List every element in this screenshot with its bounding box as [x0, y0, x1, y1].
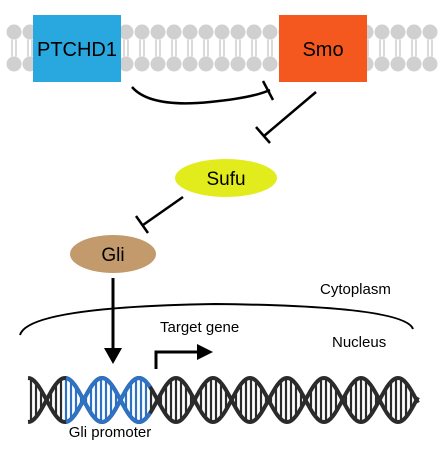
lipid-head [6, 56, 22, 72]
lipid-head [150, 56, 166, 72]
lipid-head [262, 56, 278, 72]
gli-promoter-label: Gli promoter [69, 424, 152, 441]
gli-label: Gli [101, 245, 124, 266]
ptchd1-inhibits-smo-bar [261, 80, 275, 101]
lipid-head [182, 56, 198, 72]
lipid-head [374, 56, 390, 72]
lipid-head [118, 24, 134, 40]
cytoplasm-label: Cytoplasm [320, 281, 391, 298]
ptchd1-label: PTCHD1 [37, 39, 117, 61]
lipid-head [6, 24, 22, 40]
lipid-head [214, 56, 230, 72]
lipid-head [406, 24, 422, 40]
lipid-head [118, 56, 134, 72]
lipid-head [134, 56, 150, 72]
lipid-head [390, 56, 406, 72]
lipid-head [262, 24, 278, 40]
ptchd1-inhibits-smo-arc [131, 86, 271, 105]
lipid-head [150, 24, 166, 40]
lipid-head [166, 56, 182, 72]
lipid-head [166, 24, 182, 40]
sufu-inhibits-gli-bar [134, 215, 150, 234]
smo-inhibits-sufu-line [263, 91, 317, 137]
sufu-inhibits-gli-line [142, 195, 184, 227]
ptchd1-box [33, 15, 121, 82]
lipid-head [214, 24, 230, 40]
gli-node [70, 235, 156, 273]
lipid-head [406, 56, 422, 72]
sufu-node [175, 159, 277, 197]
smo-box [279, 15, 367, 82]
nucleus-label: Nucleus [332, 334, 386, 351]
sufu-label: Sufu [206, 169, 245, 190]
lipid-head [230, 24, 246, 40]
target-gene-label: Target gene [160, 319, 239, 336]
lipid-head [198, 56, 214, 72]
dna-helix [27, 375, 420, 425]
lipid-head [230, 56, 246, 72]
lipid-head [374, 24, 390, 40]
lipid-head [182, 24, 198, 40]
transcription-arrow [154, 350, 199, 369]
lipid-head [390, 24, 406, 40]
lipid-head [246, 24, 262, 40]
lipid-head [246, 56, 262, 72]
lipid-head [422, 56, 438, 72]
lipid-head [422, 24, 438, 40]
lipid-head [134, 24, 150, 40]
transcription-arrowhead [197, 344, 213, 360]
smo-label: Smo [302, 39, 343, 61]
promoter-backbone-strand-a [65, 375, 152, 425]
nuclear-envelope [19, 302, 414, 336]
lipid-head [198, 24, 214, 40]
promoter-backbone-strand-b [65, 375, 152, 425]
smo-inhibits-sufu-bar [255, 126, 271, 144]
gli-to-promoter-arrowhead [104, 348, 122, 364]
